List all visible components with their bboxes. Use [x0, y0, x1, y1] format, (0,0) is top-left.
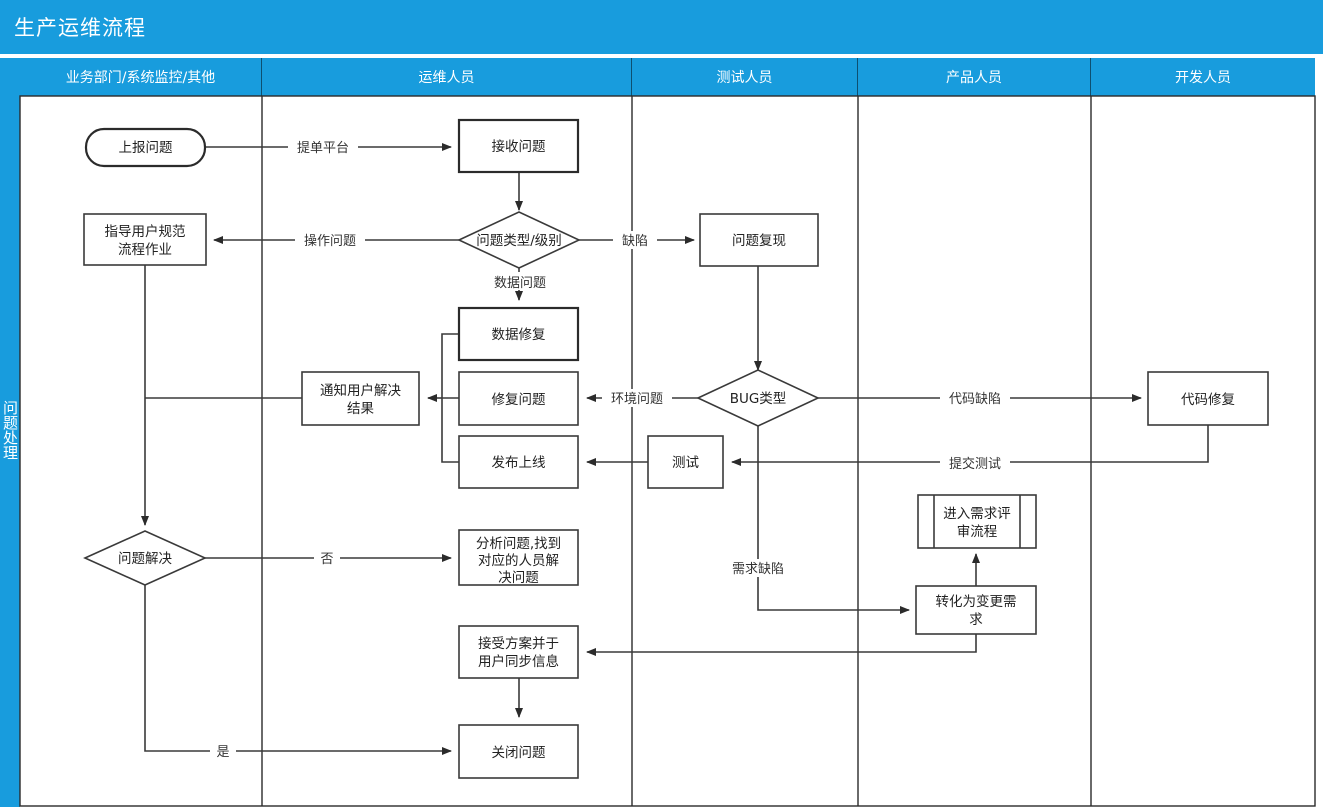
edge-label-data-issue: 数据问题 — [494, 276, 546, 291]
node-req-review-line1: 进入需求评 — [943, 506, 1011, 522]
lane-header-dev-label: 开发人员 — [1175, 70, 1231, 86]
edge-label-defect: 缺陷 — [622, 234, 648, 249]
node-guide-user[interactable]: 指导用户规范 流程作业 — [83, 213, 207, 266]
lane-header-product: 产品人员 — [858, 58, 1091, 96]
page-title: 生产运维流程 — [14, 16, 146, 40]
node-issue-repro-label: 问题复现 — [732, 232, 786, 249]
node-close-issue[interactable]: 关闭问题 — [458, 724, 579, 779]
node-notify-user-line1: 通知用户解决 — [320, 382, 401, 399]
lane-header-product-label: 产品人员 — [946, 70, 1002, 86]
title-bar — [0, 0, 1323, 54]
node-analyze-issue-line1: 分析问题,找到 — [476, 536, 561, 552]
edge-label-operation-issue: 操作问题 — [304, 233, 356, 249]
node-receive-issue[interactable]: 接收问题 — [457, 118, 580, 174]
node-accept-plan-line1: 接受方案并于 — [478, 635, 559, 652]
node-code-fix-label: 代码修复 — [1181, 391, 1235, 408]
node-release-online-label: 发布上线 — [492, 455, 546, 471]
node-issue-type-label: 问题类型/级别 — [476, 233, 562, 249]
lane-header-dev: 开发人员 — [1091, 58, 1315, 96]
phase-label: 问题处理 — [1, 399, 19, 460]
lane-header-ops: 运维人员 — [262, 58, 632, 96]
node-release-online[interactable]: 发布上线 — [458, 435, 579, 489]
node-bug-type[interactable]: BUG类型 — [696, 369, 820, 427]
edge-label-submit-test: 提交测试 — [949, 456, 1001, 472]
lane-header-test: 测试人员 — [632, 58, 858, 96]
node-receive-issue-label: 接收问题 — [492, 138, 546, 155]
node-code-fix[interactable]: 代码修复 — [1147, 371, 1269, 426]
node-report-issue[interactable]: 上报问题 — [84, 127, 207, 168]
node-guide-user-line2: 流程作业 — [118, 242, 172, 258]
node-guide-user-line1: 指导用户规范 — [105, 223, 186, 240]
node-test[interactable]: 测试 — [647, 435, 724, 489]
node-issue-type[interactable]: 问题类型/级别 — [457, 211, 581, 269]
node-issue-resolved[interactable]: 问题解决 — [83, 530, 207, 586]
node-bug-type-label: BUG类型 — [730, 391, 787, 407]
edge-label-yes: 是 — [216, 745, 229, 760]
node-accept-plan[interactable]: 接受方案并于 用户同步信息 — [458, 625, 579, 679]
edge-label-req-defect: 需求缺陷 — [732, 562, 784, 577]
edge-label-code-defect: 代码缺陷 — [949, 392, 1001, 407]
node-fix-issue[interactable]: 修复问题 — [458, 371, 579, 426]
node-fix-issue-label: 修复问题 — [492, 391, 546, 408]
node-analyze-issue[interactable]: 分析问题,找到 对应的人员解 决问题 — [458, 529, 579, 586]
node-close-issue-label: 关闭问题 — [492, 745, 546, 761]
node-analyze-issue-line2: 对应的人员解 — [478, 552, 559, 569]
lane-header-business: 业务部门/系统监控/其他 — [20, 58, 262, 96]
node-report-issue-label: 上报问题 — [119, 140, 173, 156]
lane-header-test-label: 测试人员 — [716, 70, 773, 86]
node-req-review[interactable]: 进入需求评 审流程 — [917, 494, 1037, 549]
node-to-change-req-line2: 求 — [969, 612, 983, 628]
edge-label-submit-platform: 提单平台 — [297, 140, 349, 156]
node-data-repair[interactable]: 数据修复 — [457, 306, 580, 362]
lane-header-business-label: 业务部门/系统监控/其他 — [65, 70, 216, 86]
node-issue-resolved-label: 问题解决 — [118, 551, 172, 567]
node-req-review-line2: 审流程 — [957, 524, 998, 540]
edge-label-env-issue: 环境问题 — [611, 392, 663, 407]
node-issue-repro[interactable]: 问题复现 — [699, 213, 819, 267]
lane-header-ops-label: 运维人员 — [418, 70, 475, 86]
node-analyze-issue-line3: 决问题 — [498, 570, 539, 586]
edge-label-no: 否 — [320, 552, 333, 567]
node-test-label: 测试 — [672, 455, 700, 471]
node-notify-user-line2: 结果 — [347, 401, 374, 417]
node-notify-user[interactable]: 通知用户解决 结果 — [301, 371, 420, 426]
phase-band: 问题处理 — [0, 58, 20, 807]
node-data-repair-label: 数据修复 — [492, 326, 546, 343]
node-to-change-req[interactable]: 转化为变更需 求 — [915, 585, 1037, 635]
node-accept-plan-line2: 用户同步信息 — [478, 653, 559, 670]
node-to-change-req-line1: 转化为变更需 — [936, 594, 1017, 610]
